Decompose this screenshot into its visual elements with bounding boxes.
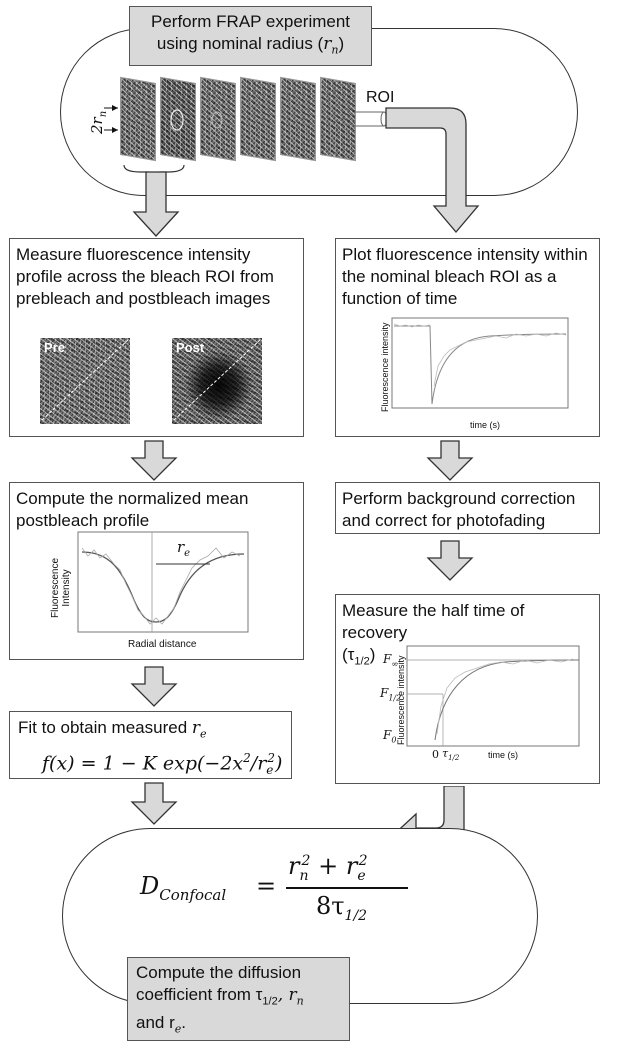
eq-denominator: 8τ1/2 bbox=[316, 892, 368, 924]
top-title-box: Perform FRAP experiment using nominal ra… bbox=[129, 6, 372, 66]
profile-plot bbox=[77, 531, 249, 633]
right-step3-line2: (τ1/2) bbox=[342, 645, 376, 668]
left-step2-line1: Compute the normalized mean bbox=[16, 489, 249, 508]
eq-lhs: DConfocal bbox=[140, 872, 227, 904]
profile-re-annotation: re bbox=[177, 538, 191, 559]
pre-label: Pre bbox=[44, 340, 65, 355]
left-step1-line3: prebleach and postbleach images bbox=[16, 289, 271, 308]
halftime-xlabel: time (s) bbox=[488, 750, 518, 760]
right-step3-line1: Measure the half time of recovery bbox=[342, 601, 525, 642]
diffusion-equation: DConfocal = rn2 + re2 8τ1/2 bbox=[140, 852, 440, 924]
x-zero-label: 0 bbox=[432, 748, 439, 761]
f-half-label: F1/2 bbox=[380, 686, 402, 703]
top-title-line1: Perform FRAP experiment bbox=[150, 12, 351, 31]
halftime-curve bbox=[434, 659, 580, 741]
arrow-right-1 bbox=[426, 440, 474, 481]
right-step1-line2: the nominal bleach ROI as a bbox=[342, 267, 557, 286]
right-step1-line3: function of time bbox=[342, 289, 458, 308]
right-step2-line1: Perform background correction bbox=[342, 489, 576, 508]
right-step2-box: Perform background correction and correc… bbox=[335, 482, 600, 534]
f0-label: F0 bbox=[383, 728, 397, 745]
right-step1-line1: Plot fluorescence intensity within bbox=[342, 245, 588, 264]
recovery-plot-frame bbox=[391, 317, 569, 409]
profile-ylabel: Fluorescence Intensity bbox=[50, 557, 72, 619]
gaussian-formula: f(x) = 1 − K exp(−2x2/re2) bbox=[42, 751, 283, 778]
eq-fraction-bar bbox=[286, 887, 408, 889]
recovery-ylabel: Fluorescence intensity bbox=[380, 322, 390, 412]
left-step1-line1: Measure fluorescence intensity bbox=[16, 245, 251, 264]
halftime-ylabel: Fluorescence intensity bbox=[396, 655, 406, 745]
left-step1-line2: profile across the bleach ROI from bbox=[16, 267, 274, 286]
halftime-plot bbox=[406, 645, 580, 747]
bottom-caption-line3: and re. bbox=[136, 1013, 186, 1036]
post-image bbox=[172, 338, 262, 424]
profile-lines bbox=[41, 339, 261, 421]
bleach-spot-ellipse bbox=[170, 109, 184, 131]
eq-equals: = bbox=[256, 872, 277, 900]
pre-profile-line bbox=[41, 339, 129, 421]
right-step2-line2: and correct for photofading bbox=[342, 511, 546, 530]
post-label: Post bbox=[176, 340, 205, 355]
arrow-left-3 bbox=[130, 782, 178, 825]
arrow-left-1 bbox=[130, 440, 178, 481]
halftime-data bbox=[436, 658, 574, 735]
recovery-curve bbox=[394, 325, 567, 405]
left-step3-line1: Fit to obtain measured re bbox=[18, 718, 207, 741]
bleach-spot-ellipse-2 bbox=[211, 111, 223, 129]
profile-data-noise bbox=[81, 547, 241, 625]
diameter-arrowhead-bottom bbox=[112, 127, 118, 133]
diameter-arrowhead-top bbox=[112, 105, 118, 111]
top-overlay-svg bbox=[104, 105, 480, 237]
x-tau-label: τ1/2 bbox=[442, 747, 460, 763]
profile-curve bbox=[81, 551, 245, 623]
top-title-line2: using nominal radius (rn) bbox=[156, 34, 345, 57]
recovery-xlabel: time (s) bbox=[470, 420, 500, 430]
roi-label: ROI bbox=[366, 89, 395, 106]
arrow-top-to-left bbox=[132, 171, 180, 237]
bottom-caption-line1: Compute the diffusion bbox=[136, 963, 302, 982]
left-step3-box: Fit to obtain measured re f(x) = 1 − K e… bbox=[9, 711, 292, 779]
arrow-right-2 bbox=[426, 540, 474, 581]
arrow-roi-to-right bbox=[385, 107, 480, 234]
bottom-caption-line2: coefficient from τ1/2, rn bbox=[136, 985, 304, 1008]
recovery-data bbox=[393, 323, 567, 387]
f-inf-label: F∞ bbox=[383, 652, 398, 669]
halftime-plot-frame bbox=[406, 645, 580, 747]
pre-image bbox=[40, 338, 130, 424]
arrow-left-2 bbox=[130, 666, 178, 707]
bottom-caption-box: Compute the diffusion coefficient from τ… bbox=[127, 957, 350, 1041]
profile-xlabel: Radial distance bbox=[128, 639, 197, 650]
recovery-plot bbox=[391, 317, 569, 409]
left-step2-line2: postbleach profile bbox=[16, 511, 150, 530]
profile-plot-frame bbox=[77, 531, 249, 633]
eq-numerator: rn2 + re2 bbox=[288, 852, 368, 884]
post-profile-line bbox=[173, 339, 261, 421]
